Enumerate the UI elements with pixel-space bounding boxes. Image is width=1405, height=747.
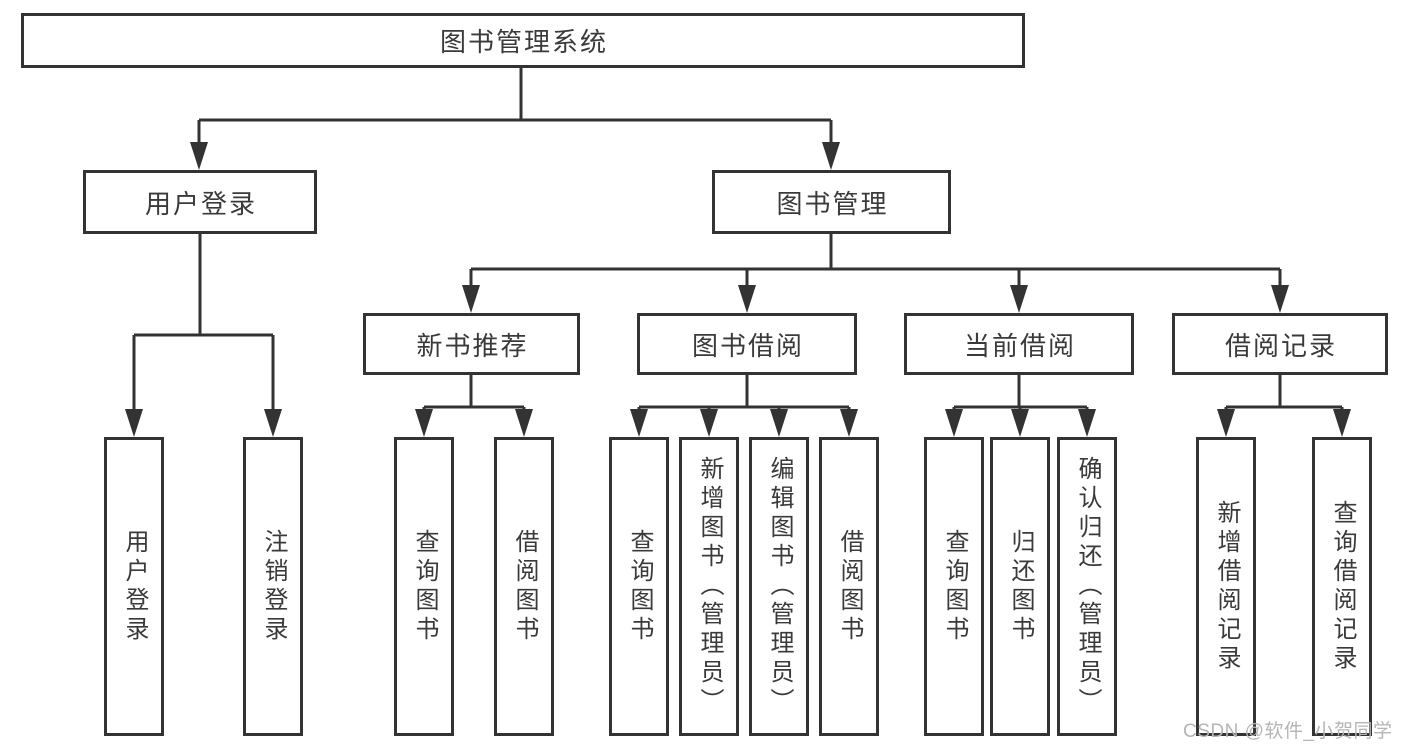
node-book-management: 图书管理: [712, 170, 951, 234]
leaf-logout: 注销登录: [243, 437, 303, 736]
connector-newbookrec-to-leaves: [422, 375, 526, 429]
connector-bookmgmt-to-level3: [469, 234, 1282, 305]
leaf-borrow-books-label: 借阅图书: [836, 528, 863, 645]
leaf-add-borrow-record: 新增借阅记录: [1196, 437, 1256, 736]
leaf-query-books-borrowing: 查询图书: [609, 437, 669, 736]
leaf-query-books-current-label: 查询图书: [941, 528, 968, 645]
leaf-add-books-admin: 新增图书（管理员）: [679, 437, 739, 736]
leaf-borrow-books-recommend: 借阅图书: [494, 437, 554, 736]
leaf-query-books-recommend-label: 查询图书: [411, 528, 438, 645]
node-current-borrowing: 当前借阅: [904, 313, 1134, 375]
node-book-management-label: 图书管理: [776, 188, 889, 219]
node-new-book-recommend-label: 新书推荐: [416, 330, 529, 361]
leaf-query-books-recommend: 查询图书: [394, 437, 454, 736]
leaf-return-books: 归还图书: [990, 437, 1050, 736]
connector-bookborrow-to-leaves: [637, 375, 851, 429]
leaf-confirm-return-admin: 确认归还（管理员）: [1057, 437, 1117, 736]
leaf-query-books-current: 查询图书: [924, 437, 984, 736]
node-borrowing-records: 借阅记录: [1172, 313, 1388, 375]
node-borrowing-records-label: 借阅记录: [1224, 330, 1337, 361]
node-system-root: 图书管理系统: [21, 13, 1025, 68]
leaf-add-books-admin-label: 新增图书（管理员）: [696, 456, 723, 717]
node-book-borrowing-label: 图书借阅: [691, 330, 804, 361]
node-current-borrowing-label: 当前借阅: [963, 330, 1076, 361]
leaf-user-login: 用户登录: [104, 437, 164, 736]
leaf-borrow-books-recommend-label: 借阅图书: [511, 528, 538, 645]
leaf-return-books-label: 归还图书: [1007, 528, 1034, 645]
connector-root-to-level2: [197, 68, 833, 162]
leaf-borrow-books: 借阅图书: [819, 437, 879, 736]
connector-userlogin-to-leaves: [132, 234, 275, 429]
leaf-query-borrow-record: 查询借阅记录: [1312, 437, 1372, 736]
leaf-add-borrow-record-label: 新增借阅记录: [1213, 499, 1240, 674]
node-new-book-recommend: 新书推荐: [363, 313, 580, 375]
leaf-edit-books-admin: 编辑图书（管理员）: [749, 437, 809, 736]
leaf-logout-label: 注销登录: [260, 528, 287, 645]
connector-borrowrecords-to-leaves: [1224, 375, 1344, 429]
leaf-confirm-return-admin-label: 确认归还（管理员）: [1074, 456, 1101, 717]
leaf-query-borrow-record-label: 查询借阅记录: [1329, 499, 1356, 674]
leaf-query-books-borrowing-label: 查询图书: [626, 528, 653, 645]
leaf-user-login-label: 用户登录: [121, 528, 148, 645]
leaf-edit-books-admin-label: 编辑图书（管理员）: [766, 456, 793, 717]
node-book-borrowing: 图书借阅: [637, 313, 857, 375]
node-system-root-label: 图书管理系统: [439, 27, 608, 57]
node-user-login: 用户登录: [83, 170, 317, 234]
csdn-watermark: CSDN @软件_小贺同学: [1183, 721, 1393, 742]
node-user-login-label: 用户登录: [144, 188, 257, 219]
